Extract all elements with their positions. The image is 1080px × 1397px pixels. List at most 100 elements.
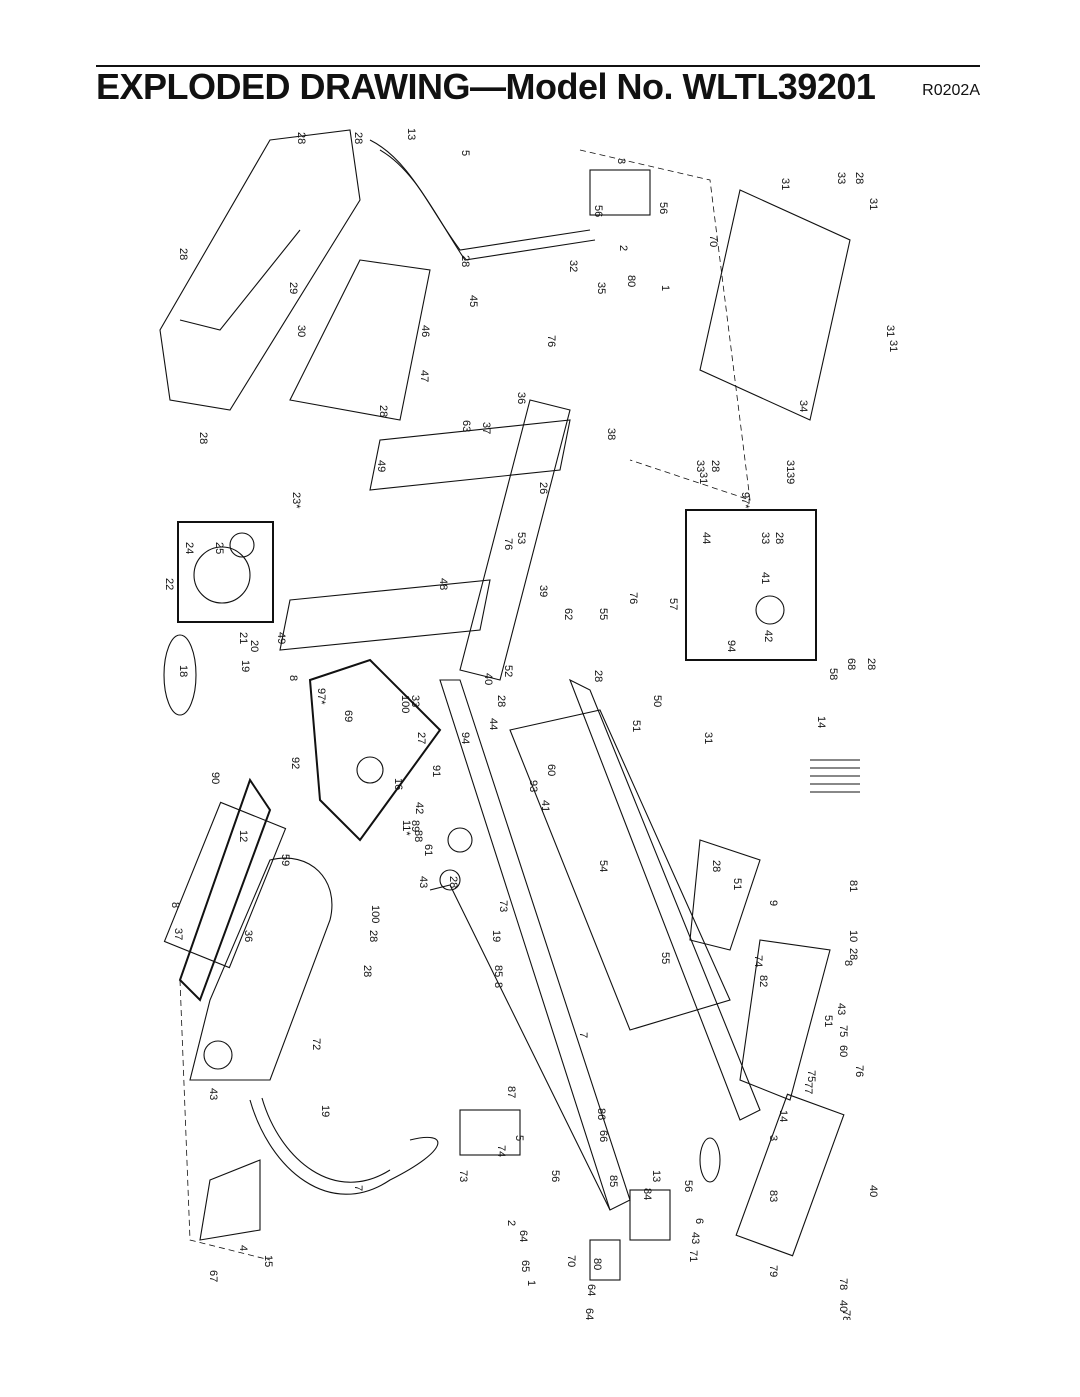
callout-label: 32 bbox=[567, 260, 579, 272]
callout-label: 76 bbox=[502, 538, 514, 550]
motor-flywheel bbox=[193, 546, 251, 604]
callout-label: 39 bbox=[537, 585, 549, 597]
incline-inset-middle bbox=[308, 658, 442, 842]
callout-label: 63 bbox=[460, 420, 472, 432]
frame-rail bbox=[459, 399, 571, 681]
motor-inset bbox=[177, 521, 274, 623]
handrail-lower-inner bbox=[261, 1097, 391, 1183]
callout-label: 51 bbox=[822, 1015, 834, 1027]
callout-label: 45 bbox=[467, 295, 479, 307]
walking-deck bbox=[509, 709, 731, 1031]
callout-label: 12 bbox=[237, 830, 249, 842]
callout-label: 51 bbox=[630, 720, 642, 732]
callout-label: 100 bbox=[399, 695, 411, 713]
incline-wheel-right bbox=[755, 595, 785, 625]
callout-label: 44 bbox=[700, 532, 712, 544]
callout-label: 28 bbox=[367, 930, 379, 942]
callout-label: 49 bbox=[375, 460, 387, 472]
callout-label: 60 bbox=[545, 764, 557, 776]
callout-label: 28 bbox=[361, 965, 373, 977]
callout-label: 79 bbox=[767, 1265, 779, 1277]
callout-label: 28 bbox=[709, 460, 721, 472]
callout-label: 19 bbox=[319, 1105, 331, 1117]
frame-upright bbox=[369, 419, 571, 491]
callout-label: 62 bbox=[562, 608, 574, 620]
callout-label: 49 bbox=[275, 632, 287, 644]
callout-label: 28 bbox=[459, 255, 471, 267]
callout-label: 68 bbox=[845, 658, 857, 670]
callout-label: 93 bbox=[527, 780, 539, 792]
callout-label: 64 bbox=[585, 1284, 597, 1296]
callout-label: 37 bbox=[480, 422, 492, 434]
upright-bracket-bottom bbox=[459, 1109, 521, 1156]
callout-label: 92 bbox=[289, 757, 301, 769]
page-title: EXPLODED DRAWING—Model No. WLTL39201 bbox=[96, 66, 876, 107]
callout-label: 59 bbox=[279, 854, 291, 866]
incline-wheel-middle bbox=[356, 756, 384, 784]
callout-label: 40 bbox=[482, 673, 494, 685]
callout-label: 70 bbox=[707, 235, 719, 247]
callout-label: 47 bbox=[418, 370, 430, 382]
callout-label: 10 bbox=[847, 930, 859, 942]
callout-label: 77 bbox=[802, 1082, 814, 1094]
callout-label: 80 bbox=[591, 1258, 603, 1270]
callout-label: 28 bbox=[592, 670, 604, 682]
callout-label: 8 bbox=[842, 960, 854, 966]
callout-label: 28 bbox=[847, 948, 859, 960]
callout-label: 43 bbox=[207, 1088, 219, 1100]
callout-label: 100 bbox=[369, 905, 381, 923]
page-header: EXPLODED DRAWING—Model No. WLTL39201 R02… bbox=[96, 60, 980, 110]
callout-label: 23* bbox=[290, 492, 302, 509]
callout-label: 91 bbox=[430, 765, 442, 777]
deck-rail-right bbox=[568, 678, 761, 1121]
callout-label: 34 bbox=[797, 400, 809, 412]
callout-label: 31 bbox=[779, 178, 791, 190]
callout-label: 80 bbox=[625, 275, 637, 287]
callout-label: 40 bbox=[837, 1300, 849, 1312]
callout-label: 88 bbox=[412, 830, 424, 842]
wire-harness bbox=[699, 1137, 721, 1183]
motor-hood bbox=[159, 129, 361, 411]
callout-label: 66 bbox=[597, 1130, 609, 1142]
callout-label: 28 bbox=[447, 876, 459, 888]
rear-frame bbox=[739, 939, 831, 1101]
callout-label: 26 bbox=[537, 482, 549, 494]
callout-label: 76 bbox=[545, 335, 557, 347]
deck-rail-left-2 bbox=[429, 884, 611, 1211]
callout-label: 48 bbox=[437, 578, 449, 590]
callout-label: 35 bbox=[595, 282, 607, 294]
callout-label: 75 bbox=[805, 1070, 817, 1082]
callout-label: 28 bbox=[495, 695, 507, 707]
callout-label: 42 bbox=[762, 630, 774, 642]
callout-label: 55 bbox=[659, 952, 671, 964]
callout-label: 75 bbox=[837, 1025, 849, 1037]
callout-label: 6 bbox=[693, 1218, 705, 1224]
callout-label: 56 bbox=[682, 1180, 694, 1192]
callout-label: 28 bbox=[352, 132, 364, 144]
front-roller bbox=[447, 827, 473, 853]
callout-label: 78 bbox=[840, 1310, 852, 1320]
callout-label: 57 bbox=[667, 598, 679, 610]
callout-label: 22 bbox=[163, 578, 175, 590]
callout-label: 55 bbox=[597, 608, 609, 620]
callout-label: 4 bbox=[237, 1245, 249, 1251]
callout-label: 78 bbox=[837, 1278, 849, 1290]
callout-label: 18 bbox=[177, 665, 189, 677]
callout-label: 31 bbox=[867, 198, 879, 210]
console-body bbox=[189, 857, 333, 1081]
console-inset bbox=[178, 777, 272, 1002]
callout-label: 1 bbox=[525, 1280, 537, 1286]
lower-left-bracket bbox=[199, 1159, 261, 1241]
callout-label: 97* bbox=[739, 492, 751, 509]
callout-label: 31 bbox=[702, 732, 714, 744]
drive-motor bbox=[629, 1189, 671, 1241]
callout-label: 33 bbox=[759, 532, 771, 544]
callout-label: 24 bbox=[183, 542, 195, 554]
motor-mount bbox=[589, 1239, 621, 1281]
callout-label: 2 bbox=[505, 1220, 517, 1226]
callout-label: 1 bbox=[659, 285, 671, 291]
callout-label: 14 bbox=[815, 716, 827, 728]
callout-label: 73 bbox=[497, 900, 509, 912]
callout-label: 89 bbox=[409, 820, 421, 832]
